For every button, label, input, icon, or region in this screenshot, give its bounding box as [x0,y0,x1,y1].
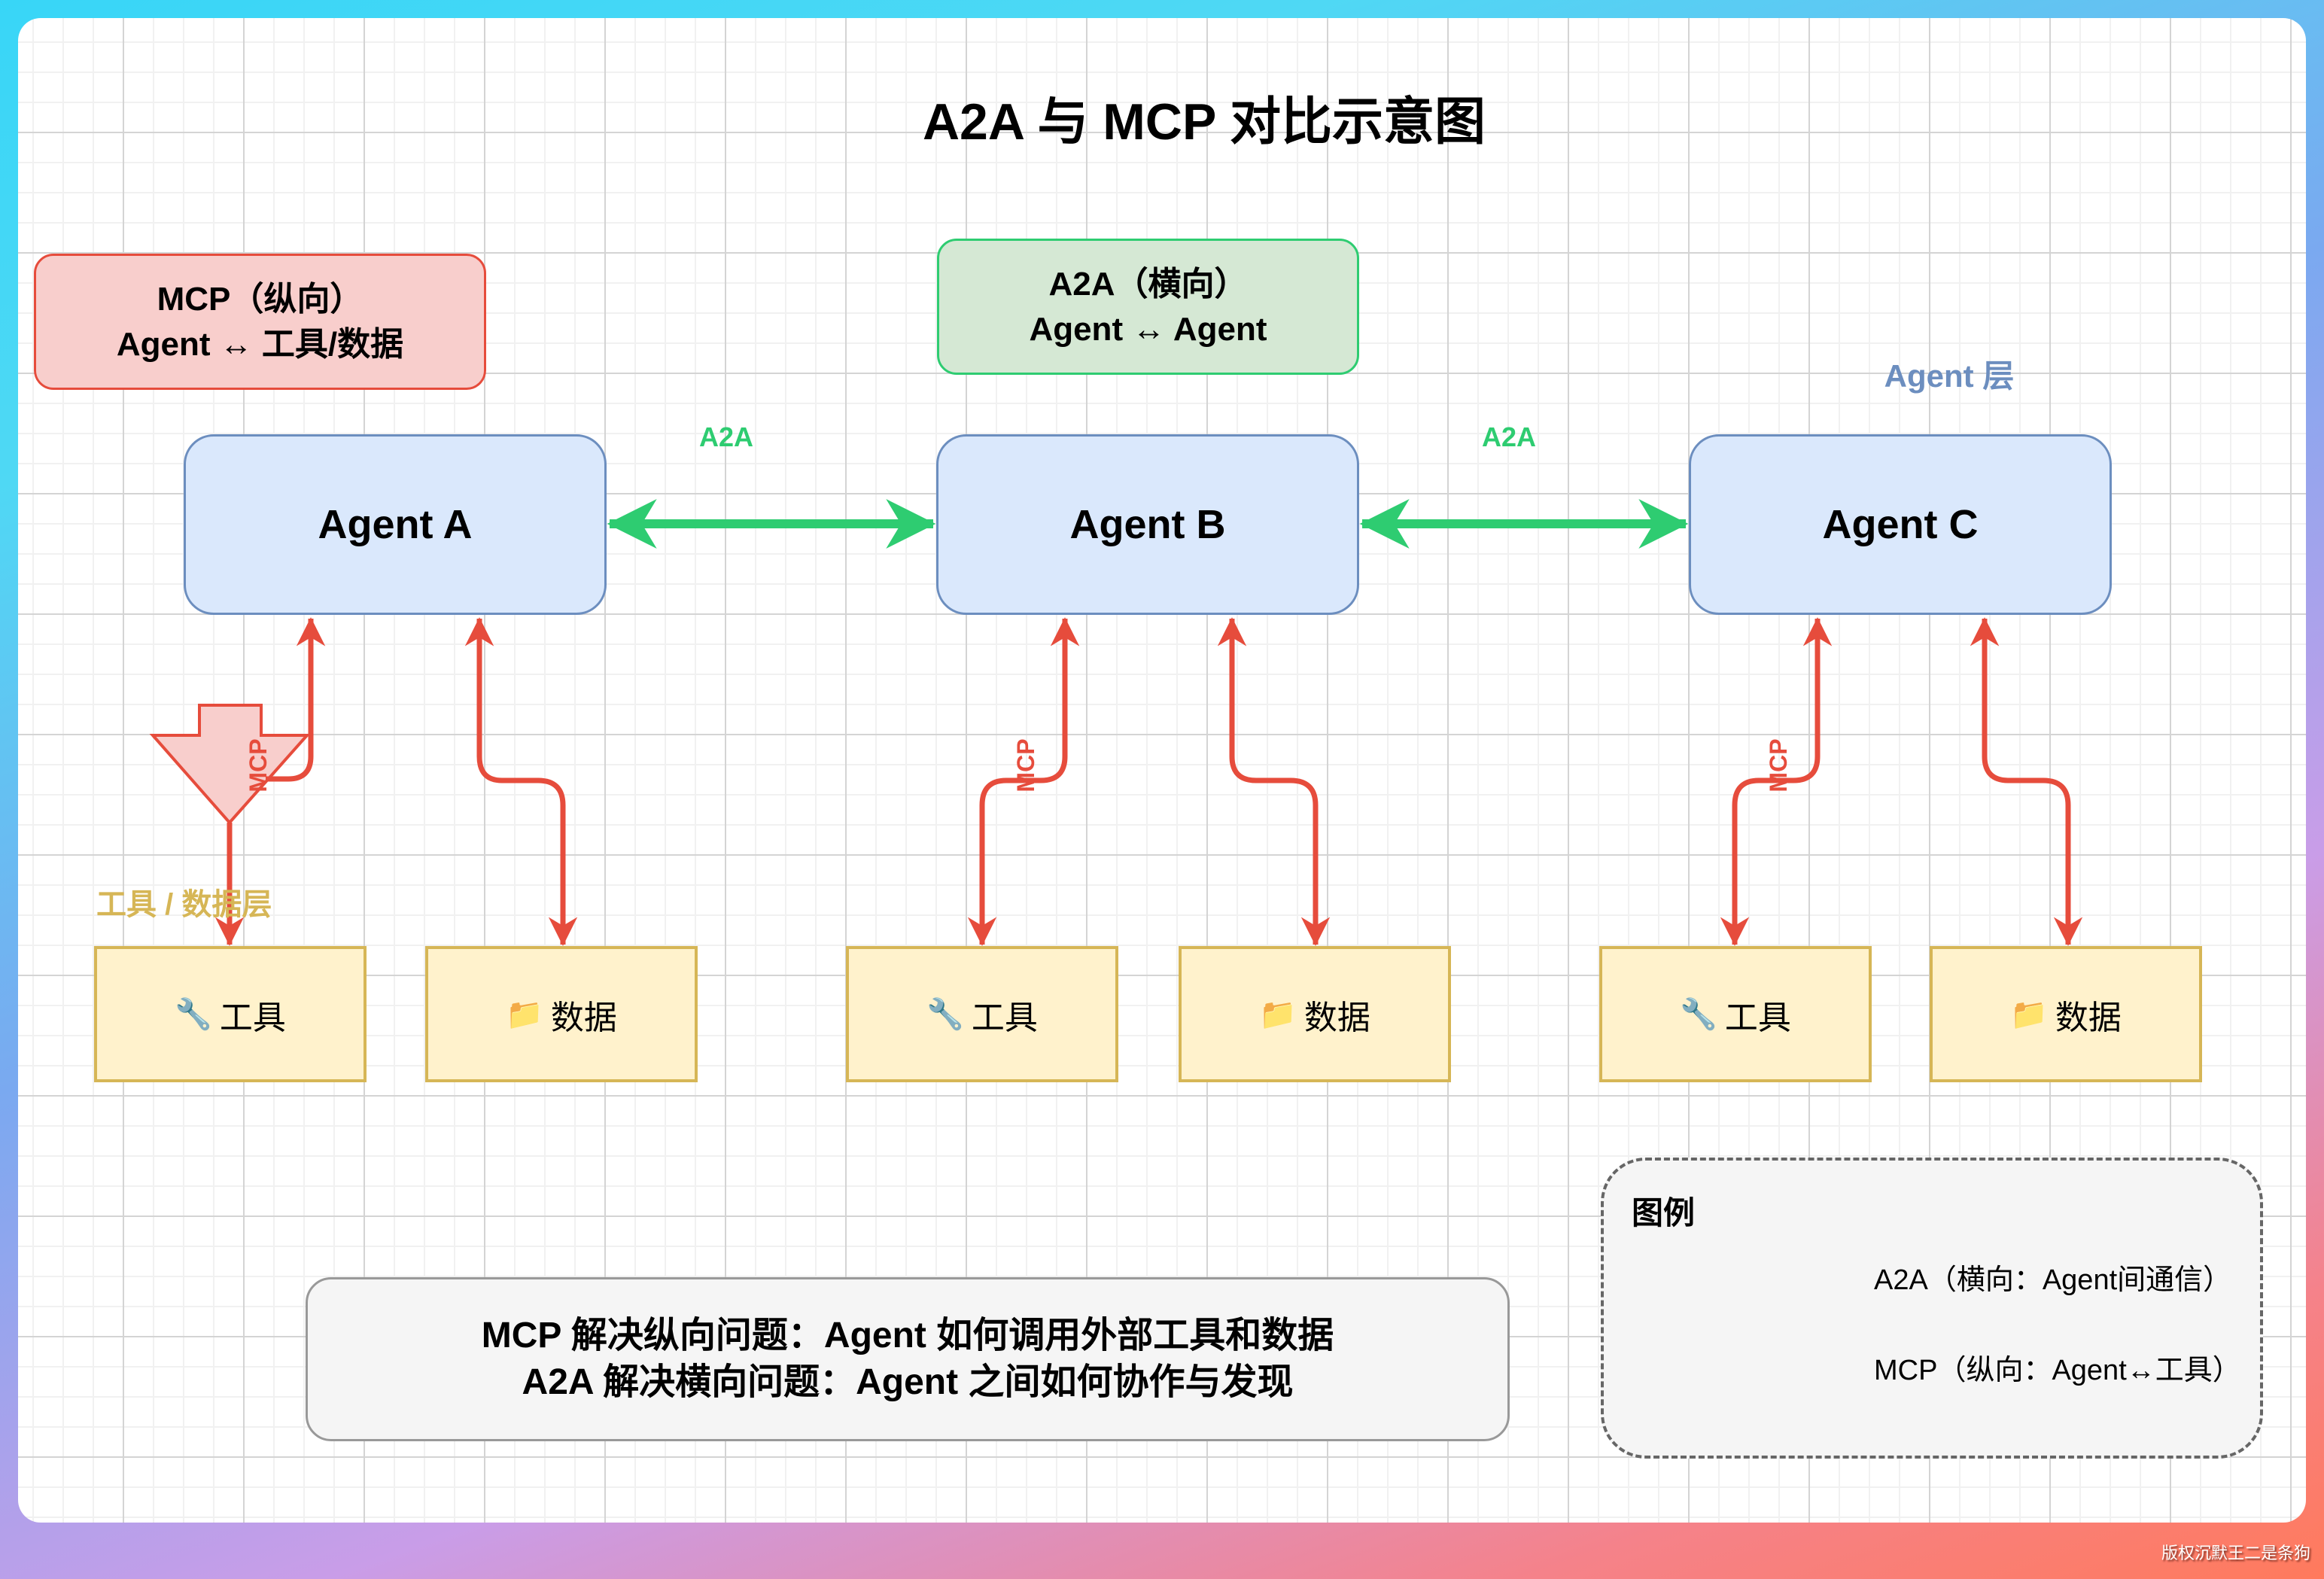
agent-b-node[interactable]: Agent B [936,434,1359,615]
wrench-icon: 🔧 [926,998,964,1031]
a2a-note-line2: Agent ↔ Agent [1029,310,1267,348]
data-label: 数据 [550,999,617,1036]
tool-node-a[interactable]: 🔧 工具 [94,946,367,1082]
legend-item-mcp: MCP（纵向：Agent↔工具） [1874,1354,2241,1386]
tool-label: 工具 [971,999,1038,1036]
agent-a-node[interactable]: Agent A [184,434,607,615]
tool-node-c[interactable]: 🔧 工具 [1599,946,1872,1082]
mcp-link-label: MCP [1011,738,1039,793]
a2a-link-label: A2A [1481,421,1537,452]
agent-c-label: Agent C [1822,502,1979,547]
watermark: 版权沉默王二是条狗 [2161,1544,2310,1562]
mcp-arrow-agent-c-tool [1720,617,1833,946]
mcp-note-line2: Agent ↔ 工具/数据 [116,325,404,363]
mcp-arrow-agent-a-tool-upper [266,617,326,782]
data-node-a[interactable]: 📁 数据 [425,946,698,1082]
diagram-title: A2A 与 MCP 对比示意图 [922,93,1486,151]
mcp-vertical-note[interactable]: MCP（纵向） Agent ↔ 工具/数据 [34,254,486,390]
mcp-link-label: MCP [1764,738,1792,793]
data-label: 数据 [2055,999,2122,1036]
data-node-c[interactable]: 📁 数据 [1930,946,2202,1082]
summary-line-a2a: A2A 解决横向问题：Agent 之间如何协作与发现 [522,1362,1294,1402]
wrench-icon: 🔧 [1680,998,1717,1031]
mcp-arrow-agent-c-data [1970,617,2083,946]
agent-a-label: Agent A [318,502,473,547]
tool-label: 工具 [1724,999,1791,1036]
mcp-arrow-agent-b-data [1217,617,1331,946]
data-node-b[interactable]: 📁 数据 [1179,946,1451,1082]
mcp-link-label: MCP [244,738,272,793]
summary-line-mcp: MCP 解决纵向问题：Agent 如何调用外部工具和数据 [481,1316,1334,1355]
agent-layer-label: Agent 层 [1884,357,2015,394]
tool-label: 工具 [219,999,286,1036]
legend-title: 图例 [1632,1194,1696,1231]
data-label: 数据 [1303,999,1370,1036]
legend-item-a2a: A2A（横向：Agent间通信） [1874,1264,2232,1296]
tool-node-b[interactable]: 🔧 工具 [846,946,1118,1082]
a2a-horizontal-note[interactable]: A2A（横向） Agent ↔ Agent [937,239,1359,375]
pink-block-arrow-icon [149,704,311,826]
agent-c-node[interactable]: Agent C [1689,434,2112,615]
mcp-arrow-agent-b-tool [967,617,1080,946]
summary-box[interactable]: MCP 解决纵向问题：Agent 如何调用外部工具和数据 A2A 解决横向问题：… [306,1277,1510,1441]
folder-icon: 📁 [2010,998,2048,1031]
mcp-note-line1: MCP（纵向） [157,280,364,318]
a2a-link-label: A2A [698,421,754,452]
agent-b-label: Agent B [1069,502,1226,547]
a2a-note-line1: A2A（横向） [1048,265,1248,303]
mcp-arrow-agent-a-data [464,617,578,946]
legend-box[interactable] [1601,1158,2263,1459]
wrench-icon: 🔧 [175,998,212,1031]
folder-icon: 📁 [506,998,543,1031]
folder-icon: 📁 [1259,998,1297,1031]
tool-data-layer-label: 工具 / 数据层 [96,888,272,921]
